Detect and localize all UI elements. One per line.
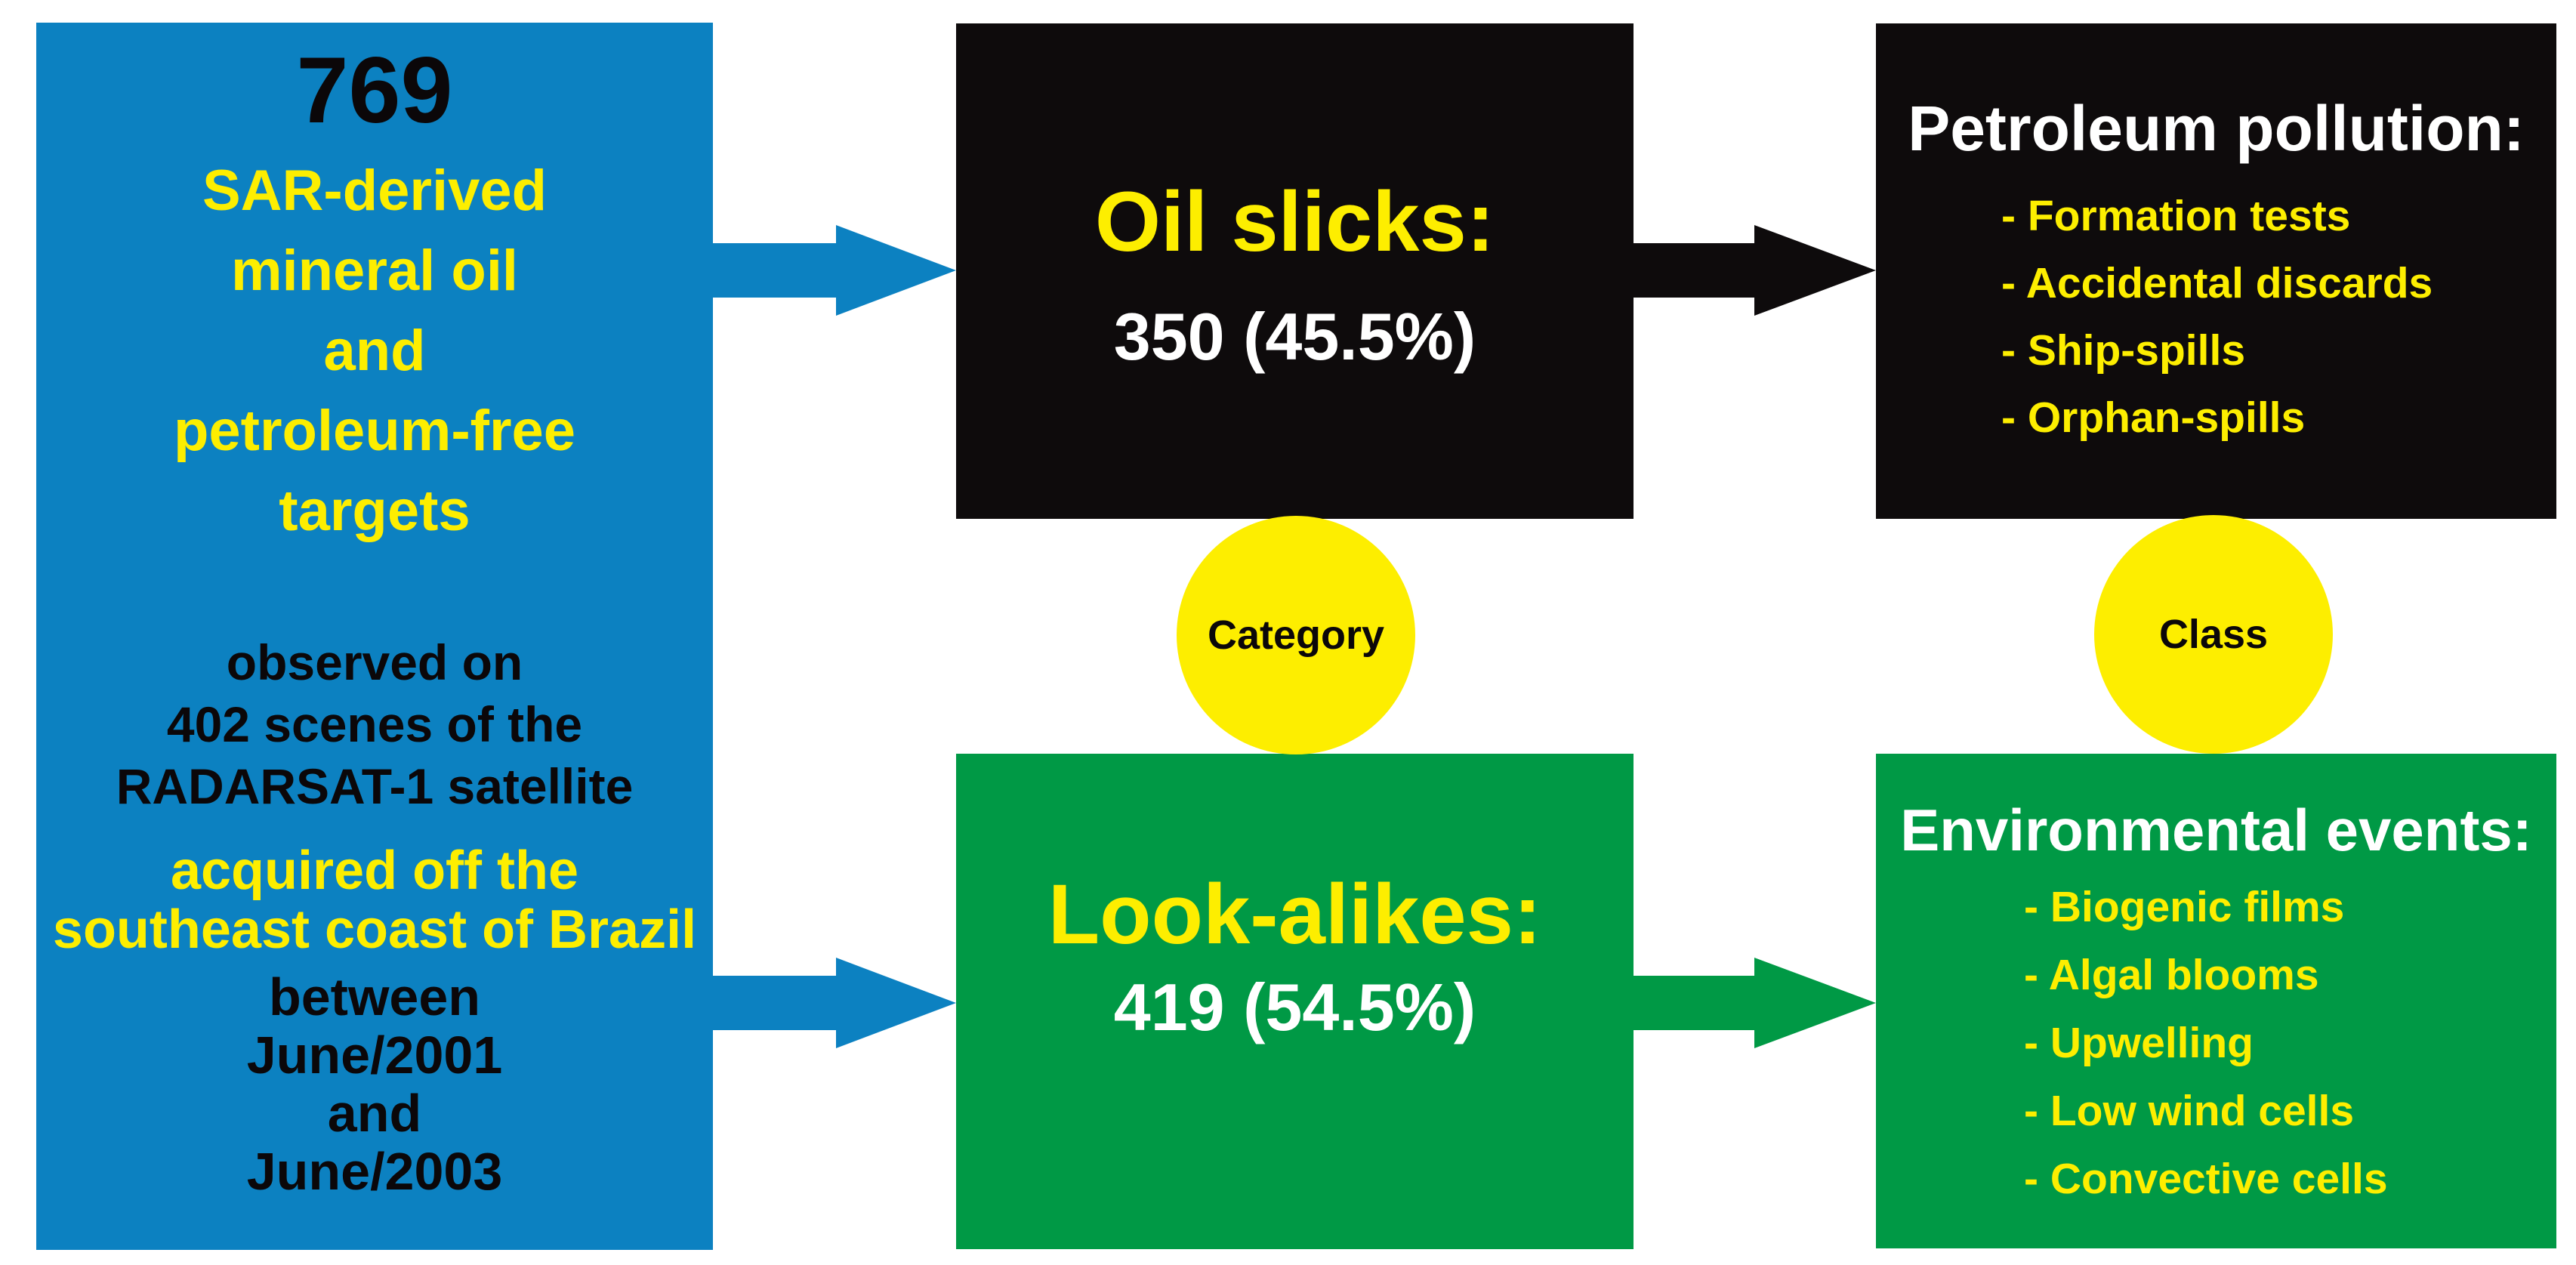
acquired-line: acquired off the xyxy=(170,841,579,901)
source-observed-note: observed on 402 scenes of the RADARSAT-1… xyxy=(36,631,713,817)
period-line: June/2001 xyxy=(246,1026,503,1085)
source-period-note: between June/2001 and June/2003 xyxy=(36,968,713,1201)
period-line: and xyxy=(327,1084,422,1143)
petroleum-item: - Formation tests xyxy=(2001,192,2351,240)
petroleum-pollution-title: Petroleum pollution: xyxy=(1908,93,2525,164)
class-label: Class xyxy=(2158,612,2269,657)
source-count: 769 xyxy=(296,39,453,143)
arrow-source-to-lookalikes xyxy=(713,958,956,1048)
oil-slicks-title: Oil slicks: xyxy=(1094,174,1495,269)
source-title-line: SAR-derived xyxy=(202,159,548,223)
period-line: between xyxy=(268,967,481,1026)
source-title-line: and xyxy=(323,319,426,383)
source-acquired-note: acquired off the southeast coast of Braz… xyxy=(36,841,713,959)
oil-slicks-box xyxy=(956,23,1634,519)
look-alikes-value: 419 (54.5%) xyxy=(1113,970,1476,1044)
category-label: Category xyxy=(1207,612,1385,658)
source-box xyxy=(36,23,713,1250)
observed-line: observed on xyxy=(226,634,523,690)
environmental-item: - Convective cells xyxy=(2024,1155,2388,1203)
source-title: SAR-derived mineral oil and petroleum-fr… xyxy=(36,151,713,551)
environmental-item: - Upwelling xyxy=(2024,1019,2254,1067)
period-line: June/2003 xyxy=(246,1142,503,1201)
environmental-events-box xyxy=(1876,754,2556,1248)
petroleum-item: - Orphan-spills xyxy=(2001,393,2306,442)
source-title-line: petroleum-free xyxy=(173,399,576,463)
source-title-line: mineral oil xyxy=(230,239,519,303)
acquired-line: southeast coast of Brazil xyxy=(52,899,697,960)
environmental-events-title: Environmental events: xyxy=(1900,797,2532,863)
arrow-lookalikes-to-environmental xyxy=(1634,958,1876,1048)
environmental-item: - Low wind cells xyxy=(2024,1087,2355,1135)
petroleum-item: - Ship-spills xyxy=(2001,326,2246,375)
arrow-oil-to-petroleum xyxy=(1634,225,1876,316)
arrow-source-to-oil xyxy=(713,225,956,316)
petroleum-item: - Accidental discards xyxy=(2001,259,2433,307)
environmental-item: - Algal blooms xyxy=(2024,951,2319,999)
environmental-item: - Biogenic films xyxy=(2024,883,2345,931)
look-alikes-box xyxy=(956,754,1634,1249)
petroleum-pollution-list: - Formation tests - Accidental discards … xyxy=(1876,183,2556,452)
environmental-events-list: - Biogenic films - Algal blooms - Upwell… xyxy=(1876,873,2556,1213)
petroleum-pollution-box xyxy=(1876,23,2556,519)
category-label-circle: Category xyxy=(1177,516,1415,754)
observed-line: 402 scenes of the xyxy=(166,696,583,752)
look-alikes-title: Look-alikes: xyxy=(1047,867,1542,961)
class-label-circle: Class xyxy=(2094,515,2333,754)
oil-slicks-value: 350 (45.5%) xyxy=(1113,299,1476,374)
source-title-line: targets xyxy=(279,479,470,543)
observed-line: RADARSAT-1 satellite xyxy=(116,758,634,814)
